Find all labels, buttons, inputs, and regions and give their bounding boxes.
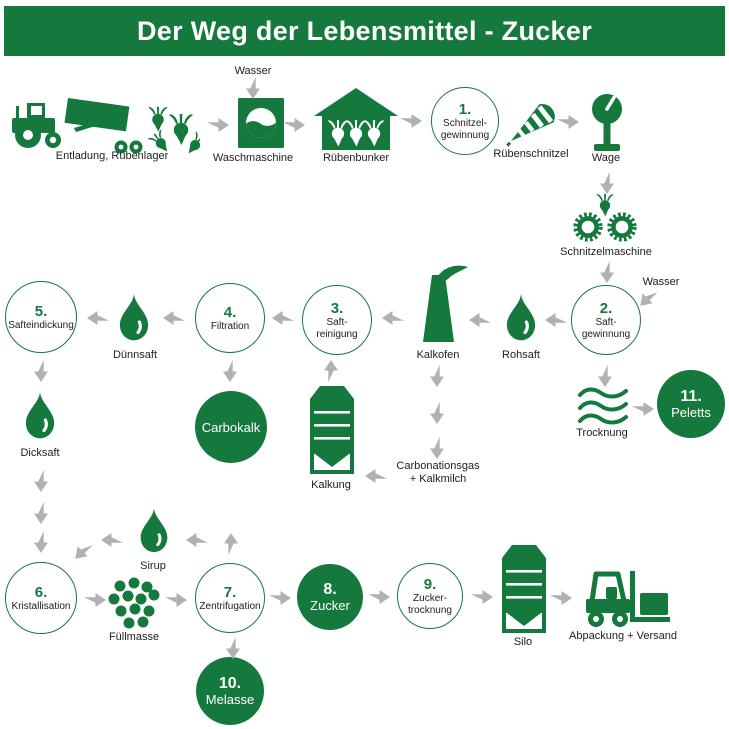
step-8-zucker: 8. Zucker — [297, 564, 363, 630]
page-title: Der Weg der Lebensmittel - Zucker — [136, 15, 593, 46]
drying-waves-icon — [578, 387, 628, 425]
beet-bunker-house-icon — [314, 88, 398, 150]
flow-arrow — [430, 402, 444, 424]
flow-arrow — [224, 533, 238, 555]
massecuite-dots-icon — [108, 577, 160, 629]
flow-arrow — [635, 285, 661, 311]
label-trocknung: Trocknung — [576, 427, 628, 439]
flow-arrow — [226, 637, 240, 659]
flow-arrow — [186, 533, 208, 547]
flow-arrow — [600, 172, 614, 194]
step-2-saftgewinnung: 2. Saft- gewinnung — [571, 285, 641, 355]
step-10-melasse: 10. Melasse — [196, 657, 264, 725]
step-11-peletts: 11. Peletts — [657, 370, 725, 438]
raw-juice-drop-icon — [505, 293, 537, 341]
step-number: 6. — [34, 583, 48, 601]
label-kalkofen: Kalkofen — [416, 349, 460, 361]
step-number: 11. — [680, 388, 702, 405]
step-7-zentrifugation: 7. Zentrifugation — [195, 563, 265, 633]
flow-arrow — [632, 402, 654, 416]
label-wasser-top: Wasser — [234, 65, 272, 77]
flow-arrow — [34, 470, 48, 492]
label-rohsaft: Rohsaft — [502, 349, 540, 361]
label-dicksaft: Dicksaft — [20, 447, 60, 459]
flow-arrow — [365, 469, 387, 483]
step-5-safteindickung: 5. Safteindickung — [5, 281, 77, 353]
step-4-filtration: 4. Filtration — [195, 283, 265, 353]
forklift-icon — [586, 571, 670, 627]
flow-arrow — [207, 118, 229, 132]
lime-kiln-icon — [423, 265, 468, 342]
thin-juice-drop-icon — [118, 293, 150, 341]
silo-tank-icon — [502, 545, 546, 633]
syrup-drop-icon — [139, 506, 169, 554]
flow-arrow — [324, 360, 338, 382]
flow-arrow — [557, 115, 579, 129]
flow-arrow — [471, 590, 493, 604]
step-6-kristallisation: 6. Kristallisation — [5, 562, 77, 634]
label-schnitzelmaschine: Schnitzelmaschine — [560, 246, 652, 258]
label-sirup: Sirup — [140, 560, 166, 572]
flow-arrow — [223, 360, 237, 382]
label-kalkung: Kalkung — [311, 479, 351, 491]
flow-arrow — [550, 591, 572, 605]
step-3-saftreinigung: 3. Saft- reinigung — [302, 285, 372, 355]
step-number: 2. — [599, 300, 613, 317]
flow-arrow — [430, 437, 444, 459]
label-duennsaft: Dünnsaft — [112, 349, 158, 361]
flow-arrow — [163, 311, 185, 325]
flow-arrow — [368, 590, 390, 604]
step-1-schnitzelgewinnung: 1. Schnitzel- gewinnung — [431, 87, 499, 155]
step-number: 7. — [223, 583, 237, 601]
washing-machine-icon — [238, 98, 284, 148]
label-silo: Silo — [513, 636, 533, 648]
label-abpackung-versand: Abpackung + Versand — [569, 630, 677, 642]
label-fuellmasse: Füllmasse — [108, 631, 160, 643]
flow-arrow — [382, 311, 404, 325]
slicing-machine-icon — [572, 193, 638, 244]
label-entladung-ruebenlager: Entladung, Rübenlager — [55, 150, 169, 162]
carbokalk-node: Carbokalk — [195, 391, 267, 463]
flow-arrow — [545, 313, 567, 327]
label-waschmaschine: Waschmaschine — [212, 152, 294, 164]
step-9-zuckertrocknung: 9. Zucker- trocknung — [397, 563, 463, 629]
flow-arrow — [598, 365, 612, 387]
flow-arrow — [272, 311, 294, 325]
flow-arrow — [34, 502, 48, 524]
flow-arrow — [246, 77, 260, 99]
flow-arrow — [269, 591, 291, 605]
flow-arrow — [101, 533, 123, 547]
liming-tank-icon — [310, 386, 354, 474]
flow-arrow — [430, 365, 444, 387]
step-number: 4. — [223, 303, 237, 321]
step-number: 1. — [458, 101, 472, 118]
flow-arrow — [34, 531, 48, 553]
flow-arrow — [400, 114, 422, 128]
step-number: 5. — [34, 302, 48, 320]
flow-arrow — [70, 538, 96, 564]
step-number: 9. — [423, 576, 437, 593]
beet-chip-cone-icon — [506, 103, 555, 147]
label-wasser-mid: Wasser — [642, 276, 680, 288]
title-bar: Der Weg der Lebensmittel - Zucker — [4, 6, 725, 56]
step-number: 8. — [323, 581, 337, 598]
label-ruebenbunker: Rübenbunker — [322, 152, 390, 164]
step-number: 3. — [330, 300, 344, 317]
label-ruebenschnitzel: Rübenschnitzel — [493, 148, 569, 160]
label-wage: Wage — [591, 152, 621, 164]
flow-arrow — [87, 311, 109, 325]
thick-juice-drop-icon — [24, 391, 56, 439]
flow-arrow — [600, 261, 614, 283]
flow-arrow — [84, 593, 106, 607]
flow-arrow — [34, 360, 48, 382]
flow-arrow — [469, 313, 491, 327]
scale-icon — [592, 94, 622, 151]
tractor-trailer-beets-icon — [12, 98, 200, 158]
flow-arrow — [283, 118, 305, 132]
step-number: 10. — [218, 675, 242, 692]
label-carbonationsgas: Carbonationsgas + Kalkmilch — [396, 460, 480, 485]
flow-arrow — [165, 593, 187, 607]
